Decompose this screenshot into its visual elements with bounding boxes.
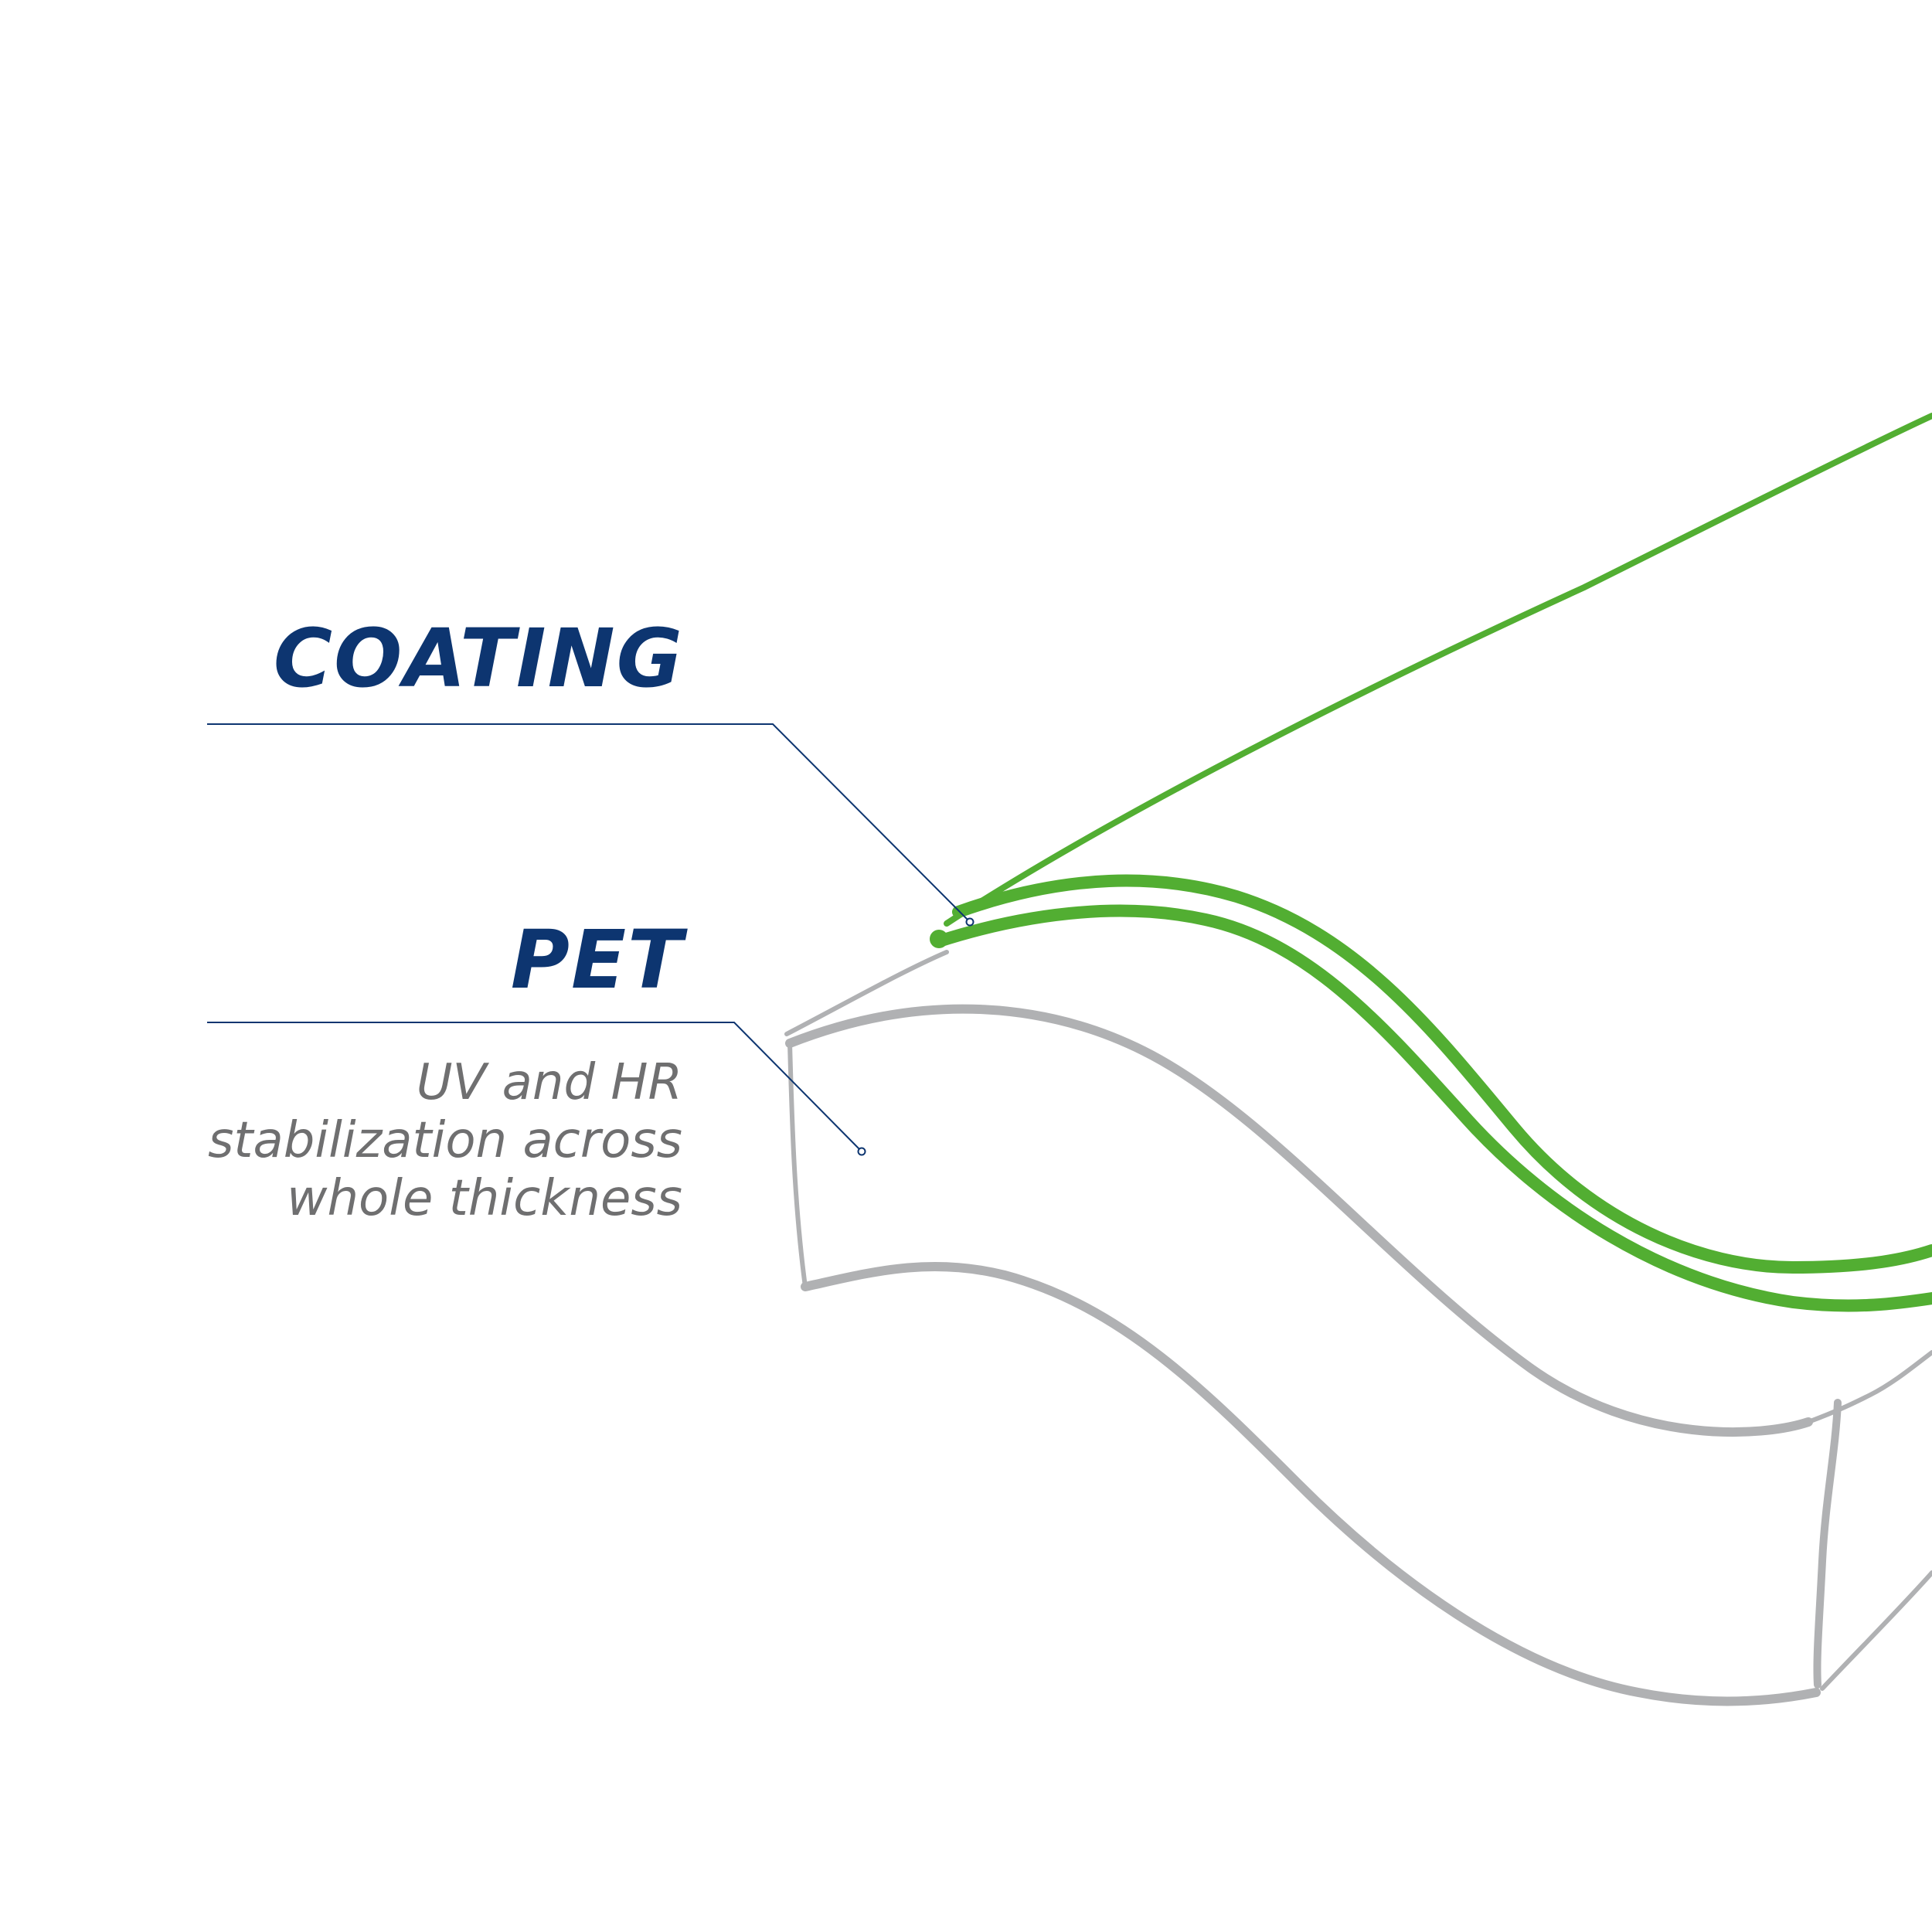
coating-layer <box>930 413 1932 1312</box>
leader-lines <box>207 723 975 1156</box>
pet-label: PET <box>511 913 688 1007</box>
pet-layer <box>784 950 1932 1706</box>
coating-layer-top-line <box>944 413 1932 927</box>
pet-layer-top-surface <box>785 1004 1813 1437</box>
pet-layer-right-edge <box>1813 1399 1842 1689</box>
pet-layer-left-edge <box>787 1041 808 1289</box>
pet-layer-bottom-right-edge <box>1820 1570 1932 1691</box>
pet-layer-top-edge <box>784 950 949 1036</box>
coating-leader-dot <box>965 917 975 927</box>
pet-leader-dot <box>857 1147 866 1156</box>
pet-description-line-2: stabilization across <box>208 1112 682 1169</box>
coating-label: COATING <box>274 611 684 706</box>
coating-leader-line <box>207 723 971 923</box>
pet-layer-bottom-surface <box>801 1262 1821 1706</box>
pet-layer-top-right <box>1806 1350 1932 1424</box>
coating-layer-lower-wave <box>933 904 1932 1312</box>
coating-layer-end-cap <box>930 930 948 948</box>
pet-description-line-1: UV and HR <box>417 1054 682 1111</box>
coating-layer-upper-wave <box>952 874 1932 1274</box>
pet-leader-line <box>207 1022 862 1152</box>
pet-description-line-3: whole thickness <box>287 1170 682 1227</box>
